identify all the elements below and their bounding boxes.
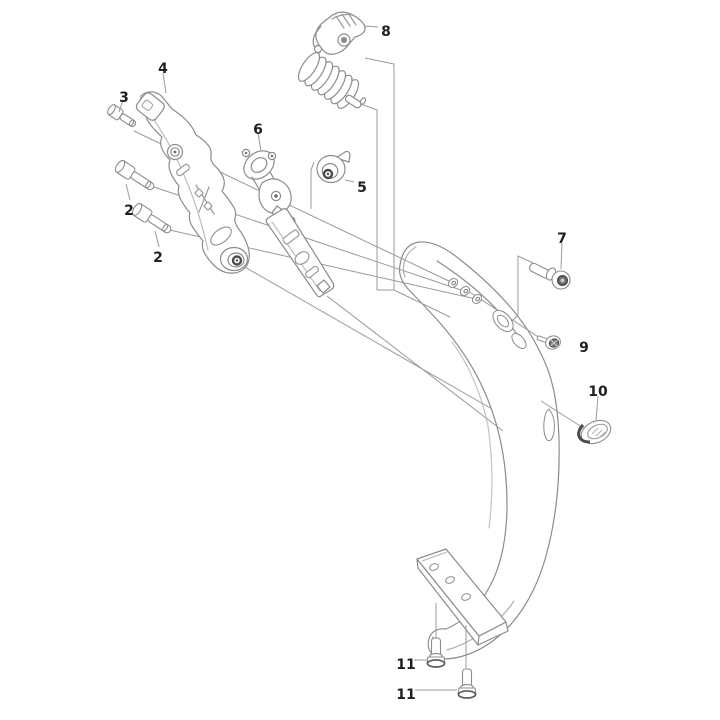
bracket8-body <box>315 11 366 55</box>
callout-leader-6 <box>257 132 262 152</box>
part-label-3: 3 <box>119 90 129 106</box>
part-label-5: 5 <box>357 180 367 196</box>
bracket8-ribs <box>331 12 357 29</box>
callout-leader-7 <box>560 242 563 270</box>
spring-bracket-part-8 <box>297 11 367 109</box>
part-label-2: 2 <box>124 203 134 219</box>
callout-leader-3 <box>118 99 124 113</box>
tube-highlight-line <box>451 341 493 529</box>
assembly-line-9 <box>310 161 315 209</box>
tube-mount-bosses <box>447 278 555 442</box>
assembly-line-10 <box>509 255 534 324</box>
bracket4-oval-cutout <box>210 226 232 246</box>
assembly-line-7 <box>357 102 378 290</box>
part-label-2: 2 <box>153 250 163 266</box>
cap-notch <box>543 408 555 442</box>
part-label-11: 11 <box>396 657 415 673</box>
part-label-8: 8 <box>381 24 391 40</box>
callout-leader-2 <box>125 183 131 201</box>
part-label-9: 9 <box>579 340 589 356</box>
assembly-line-8 <box>377 289 451 318</box>
bracket6-slot-1 <box>282 229 300 245</box>
part-label-6: 6 <box>253 122 263 138</box>
callout-leader-8 <box>363 25 379 28</box>
plate-top-face <box>416 548 507 637</box>
callout-leader-10 <box>595 395 599 421</box>
bracket4-inner-edge <box>149 113 209 251</box>
bolt-part-2-lower <box>131 202 172 234</box>
grommet-part-5 <box>316 150 351 184</box>
plate-edge-line <box>421 551 448 562</box>
spring-end-rod <box>344 94 367 109</box>
bracket-part-6 <box>241 148 335 298</box>
assembly-line-12 <box>540 400 586 430</box>
callout-leader-2 <box>154 230 160 248</box>
part-label-7: 7 <box>557 231 567 247</box>
mount-lug-lower <box>511 333 527 349</box>
bolt-part-11-left <box>426 637 446 668</box>
callout-labels: 8 4 3 2 2 6 5 7 9 10 11 11 <box>118 24 608 703</box>
bolt-part-11-right <box>457 668 477 699</box>
bracket8-leg <box>312 25 322 54</box>
part-label-11: 11 <box>396 687 415 703</box>
bolt-part-2-upper <box>114 159 155 191</box>
part-label-10: 10 <box>588 384 608 400</box>
assembly-line-4 <box>242 265 493 410</box>
plate-holes <box>429 563 471 601</box>
mounting-plate <box>416 548 509 646</box>
grommet5-tab <box>335 150 351 163</box>
assembly-line-6 <box>364 57 395 290</box>
part-label-4: 4 <box>158 61 168 77</box>
bracket4-body <box>140 91 250 274</box>
bracket-part-4 <box>135 91 250 274</box>
screw-part-3 <box>107 104 137 128</box>
bracket6-slot-2 <box>305 265 319 279</box>
bracket6-oval <box>294 251 310 265</box>
bracket4-slot <box>176 163 190 177</box>
callout-leader-4 <box>162 72 167 94</box>
callout-leader-5 <box>344 179 355 183</box>
cap-part-10 <box>577 419 612 445</box>
bracket6-fork-tip <box>316 279 331 294</box>
assembly-line-5 <box>326 295 504 432</box>
screw-part-9 <box>536 335 561 350</box>
bolt-part-7 <box>528 262 571 290</box>
